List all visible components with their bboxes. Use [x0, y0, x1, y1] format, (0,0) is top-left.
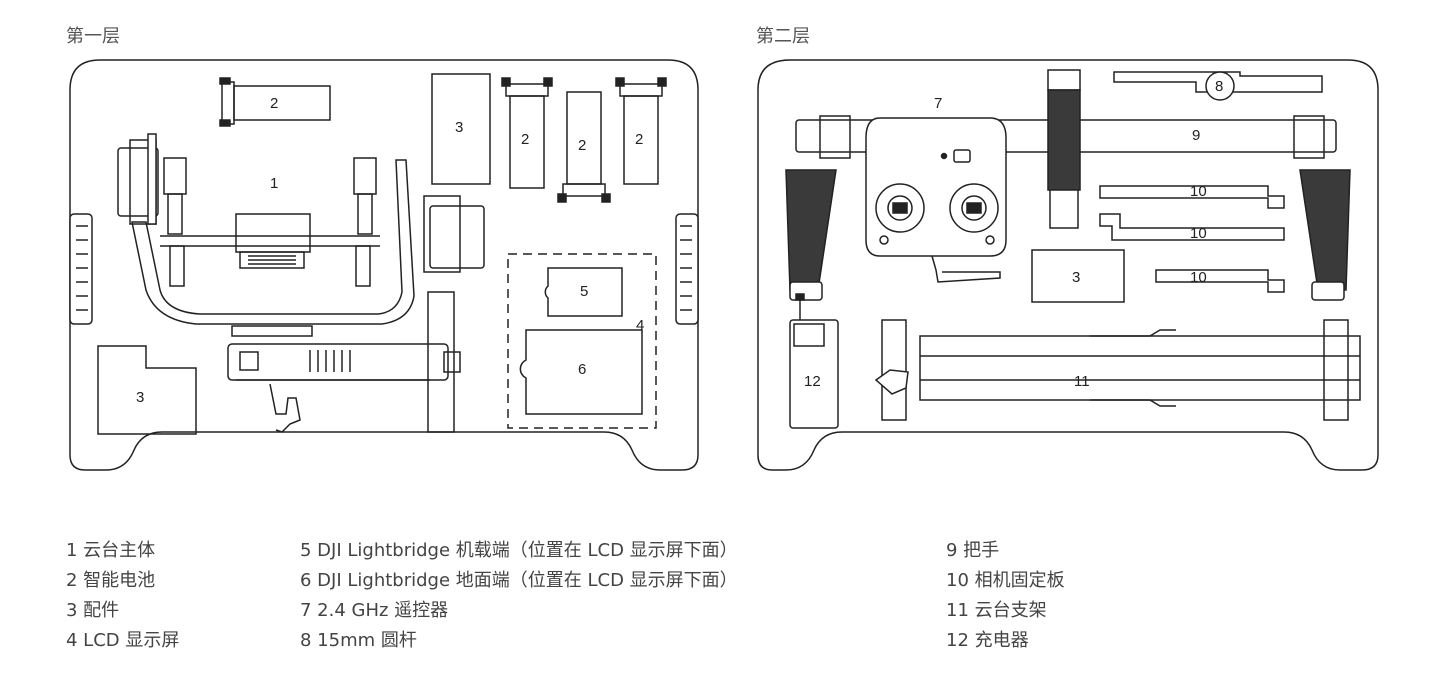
battery-vertical-1: [501, 77, 553, 189]
callout-battery-vertical-1: 2: [521, 131, 529, 148]
grip-right: [1299, 169, 1351, 301]
grip-center: [1047, 69, 1081, 229]
callout-camera-plate-3: 10: [1190, 269, 1207, 286]
legend-item: 5 DJI Lightbridge 机载端（位置在 LCD 显示屏下面）: [300, 540, 738, 561]
lcd-compartment: [507, 253, 657, 429]
gimbal-stand: [874, 319, 1361, 421]
callout-rod: 8: [1215, 78, 1223, 95]
latch-right-layer-one: [675, 213, 699, 325]
camera-plate-1: [1099, 185, 1285, 209]
charger: [789, 293, 839, 429]
latch-left-layer-one: [69, 213, 93, 325]
legend-item: 7 2.4 GHz 遥控器: [300, 600, 449, 621]
callout-accessory-layer-two: 3: [1072, 269, 1080, 286]
legend-item: 3 配件: [66, 600, 120, 621]
accessory-box-layer-two: [1031, 249, 1125, 303]
legend-item: 11 云台支架: [946, 600, 1047, 621]
legend-column-1: 1 云台主体 2 智能电池 3 配件 4 LCD 显示屏: [66, 536, 179, 656]
legend-item: 9 把手: [946, 540, 1000, 561]
callout-camera-plate-1: 10: [1190, 183, 1207, 200]
camera-plate-3: [1155, 269, 1285, 293]
callout-battery-horizontal: 2: [270, 95, 278, 112]
callout-lightbridge-ground: 6: [578, 361, 586, 378]
callout-gimbal-stand: 11: [1074, 373, 1090, 390]
gimbal-body: [117, 133, 485, 433]
case-outline-layer-one: [69, 59, 699, 471]
callout-battery-vertical-2: 2: [578, 137, 586, 154]
battery-vertical-2: [557, 91, 611, 203]
callout-lightbridge-air: 5: [580, 283, 588, 300]
layer-one-title: 第一层: [66, 26, 120, 47]
rod-15mm: [1113, 71, 1323, 93]
lightbridge-ground-slot: [519, 329, 643, 415]
camera-plate-2: [1099, 213, 1285, 241]
accessory-box-bottom: [97, 345, 197, 435]
battery-horizontal: [219, 77, 331, 127]
callout-remote: 7: [934, 95, 942, 112]
legend-item: 6 DJI Lightbridge 地面端（位置在 LCD 显示屏下面）: [300, 570, 738, 591]
legend-column-3: 9 把手 10 相机固定板 11 云台支架 12 充电器: [946, 536, 1065, 656]
layer-two-title: 第二层: [756, 26, 810, 47]
lightbridge-air-slot: [544, 267, 623, 317]
case-diagram: 2 3 2 2 2 1 5 4 6 3: [69, 59, 1379, 471]
legend-item: 4 LCD 显示屏: [66, 630, 180, 651]
legend-item: 8 15mm 圆杆: [300, 630, 417, 651]
grip-left: [785, 169, 837, 301]
case-outline-layer-two: [757, 59, 1379, 471]
callout-charger: 12: [804, 373, 821, 390]
callout-gimbal-body: 1: [270, 175, 278, 192]
legend-column-2: 5 DJI Lightbridge 机载端（位置在 LCD 显示屏下面） 6 D…: [300, 536, 738, 656]
legend-item: 2 智能电池: [66, 570, 156, 591]
callout-accessory-top: 3: [455, 119, 463, 136]
legend-item: 10 相机固定板: [946, 570, 1065, 591]
legend-item: 12 充电器: [946, 630, 1029, 651]
battery-vertical-3: [615, 77, 667, 185]
callout-battery-vertical-3: 2: [635, 131, 643, 148]
callout-camera-plate-2: 10: [1190, 225, 1207, 242]
legend-item: 1 云台主体: [66, 540, 156, 561]
callout-accessory-bottom: 3: [136, 389, 144, 406]
callout-handle-bar: 9: [1192, 127, 1200, 144]
remote-controller: [865, 117, 1007, 283]
callout-lcd: 4: [636, 317, 644, 334]
accessory-box-top: [431, 73, 491, 185]
